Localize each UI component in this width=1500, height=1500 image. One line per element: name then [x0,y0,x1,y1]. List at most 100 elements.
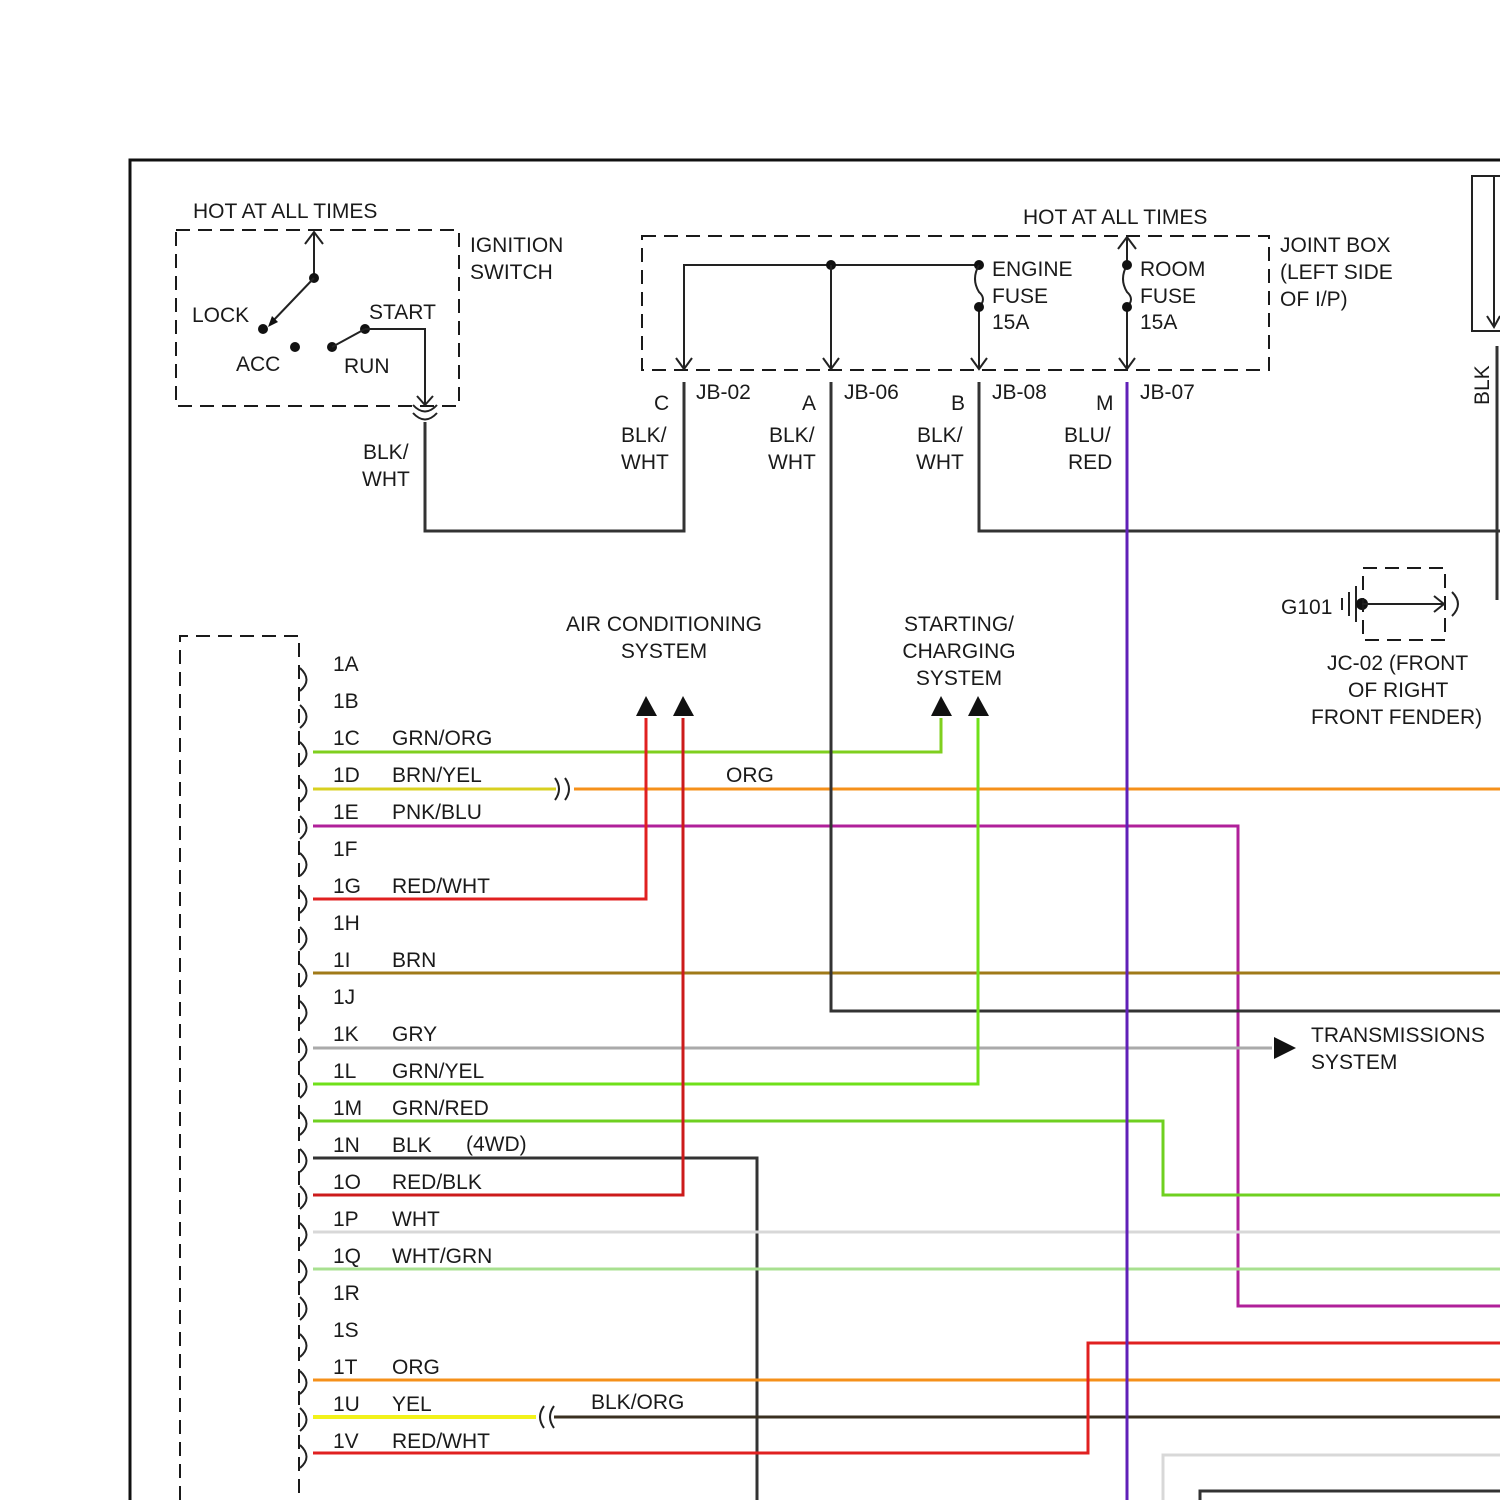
starting-system-label-3: SYSTEM [916,667,1002,690]
starting-system-label-1: STARTING/ [904,613,1014,636]
ignition-wire-label-2: WHT [362,468,410,491]
room-fuse-bottom [1122,302,1132,312]
ignition-run-label: RUN [344,355,390,378]
starting-system-arrow-2 [968,696,989,716]
room-fuse-top [1122,260,1132,270]
pin-socket-mark [300,1260,307,1283]
pin-wire-color-label: GRN/YEL [392,1060,484,1083]
jb-02-wire-2: WHT [621,451,669,474]
pin-label: 1E [333,801,359,824]
pin-label: 1S [333,1319,359,1342]
room-fuse-symbol [1123,265,1131,368]
pin-label: 1J [333,986,355,1009]
pin-label: 1G [333,875,361,898]
pin-row-1g: 1GRED/WHT [300,875,490,913]
splice-blk-org-label: BLK/ORG [591,1391,684,1414]
pin-row-1a: 1A [300,653,359,691]
pin-label: 1T [333,1356,358,1379]
wire-1v-red-wht [313,1343,1500,1453]
room-fuse-label-3: 15A [1140,311,1177,334]
starting-system-label-2: CHARGING [902,640,1015,663]
pin-wire-color-label: RED/WHT [392,1430,490,1453]
pin-label: 1V [333,1430,359,1453]
engine-fuse-label-2: FUSE [992,285,1048,308]
pin-wire-color-label: BRN [392,949,436,972]
joint-box-name-1: JOINT BOX [1280,234,1390,257]
pin-socket-mark [300,668,307,691]
wire-1u-splice [540,1406,554,1428]
ground-connector-label-3: FRONT FENDER) [1311,706,1482,729]
pin-row-1p: 1PWHT [300,1208,440,1246]
ignition-start-label: START [369,301,436,324]
pin-label: 1I [333,949,351,972]
joint-box-name-3: OF I/P) [1280,288,1348,311]
ignition-acc-label: ACC [236,353,280,376]
pin-socket-mark [300,1371,307,1394]
ac-system-arrow-2 [673,696,694,716]
pin-socket-mark [300,1334,307,1357]
pin-wire-color-label: BRN/YEL [392,764,482,787]
pin-socket-mark [300,705,307,728]
jb-06-pin: A [802,392,816,415]
pin-socket-mark [300,1223,307,1246]
ignition-run-start-link [332,329,365,347]
pin-wire-color-label: PNK/BLU [392,801,482,824]
right-component-box [1472,176,1500,331]
pin-label: 1U [333,1393,360,1416]
pin-label: 1K [333,1023,359,1046]
pin-wire-color-label: GRY [392,1023,437,1046]
wire-1n-blk [313,1158,757,1500]
joint-box-name-2: (LEFT SIDE [1280,261,1393,284]
transmission-system-label-2: SYSTEM [1311,1051,1397,1074]
ac-system-label-1: AIR CONDITIONING [566,613,762,636]
joint-box-hot-label: HOT AT ALL TIMES [1023,206,1207,229]
jb-07-wire-2: RED [1068,451,1112,474]
pin-socket-mark [300,1445,307,1468]
wire-routes: ORG (4WD) BLK/ORG [313,382,1500,1500]
jb-08-blk-wht-wire [979,382,1500,531]
ignition-hot-label: HOT AT ALL TIMES [193,200,377,223]
pin-row-1j: 1J [300,986,355,1024]
pin-wire-color-label: BLK [392,1134,432,1157]
jb-07-wire-1: BLU/ [1064,424,1111,447]
pin-label: 1B [333,690,359,713]
pin-wire-color-label: GRN/RED [392,1097,489,1120]
ignition-switch-name-1: IGNITION [470,234,563,257]
ground-label: G101 [1281,596,1332,619]
pin-label: 1R [333,1282,360,1305]
pin-label: 1L [333,1060,356,1083]
engine-fuse-label-1: ENGINE [992,258,1073,281]
pin-label: 1D [333,764,360,787]
pin-wire-color-label: WHT/GRN [392,1245,492,1268]
ground-g101: G101 JC-02 (FRONT OF RIGHT FRONT FENDER) [1281,568,1482,729]
pin-socket-mark [300,853,307,876]
pin-wire-color-label: RED/BLK [392,1171,482,1194]
jb-08-wire-1: BLK/ [917,424,963,447]
jb-08-pin: B [951,392,965,415]
ignition-switch-name-2: SWITCH [470,261,553,284]
starting-system-arrow-1 [931,696,952,716]
pin-label: 1A [333,653,359,676]
pin-row-1f: 1F [300,838,358,876]
pin-label: 1P [333,1208,359,1231]
pin-row-1d: 1D BRN/YEL [300,764,482,802]
pin-label: 1C [333,727,360,750]
ignition-lock-label: LOCK [192,304,249,327]
pin-row-1b: 1B [300,690,359,728]
pin-row-1l: 1L GRN/YEL [300,1060,484,1098]
pin-socket-mark [300,890,307,913]
ignition-acc-contact [290,342,300,352]
ignition-switch: HOT AT ALL TIMES IGNITION SWITCH LOCK AC… [176,200,563,491]
bottom-wht-wire [1163,1455,1500,1500]
pin-label: 1M [333,1097,362,1120]
jb-08-wire-2: WHT [916,451,964,474]
pin-wire-color-label: ORG [392,1356,440,1379]
joint-box: HOT AT ALL TIMES JOINT BOX (LEFT SIDE OF… [621,206,1393,474]
